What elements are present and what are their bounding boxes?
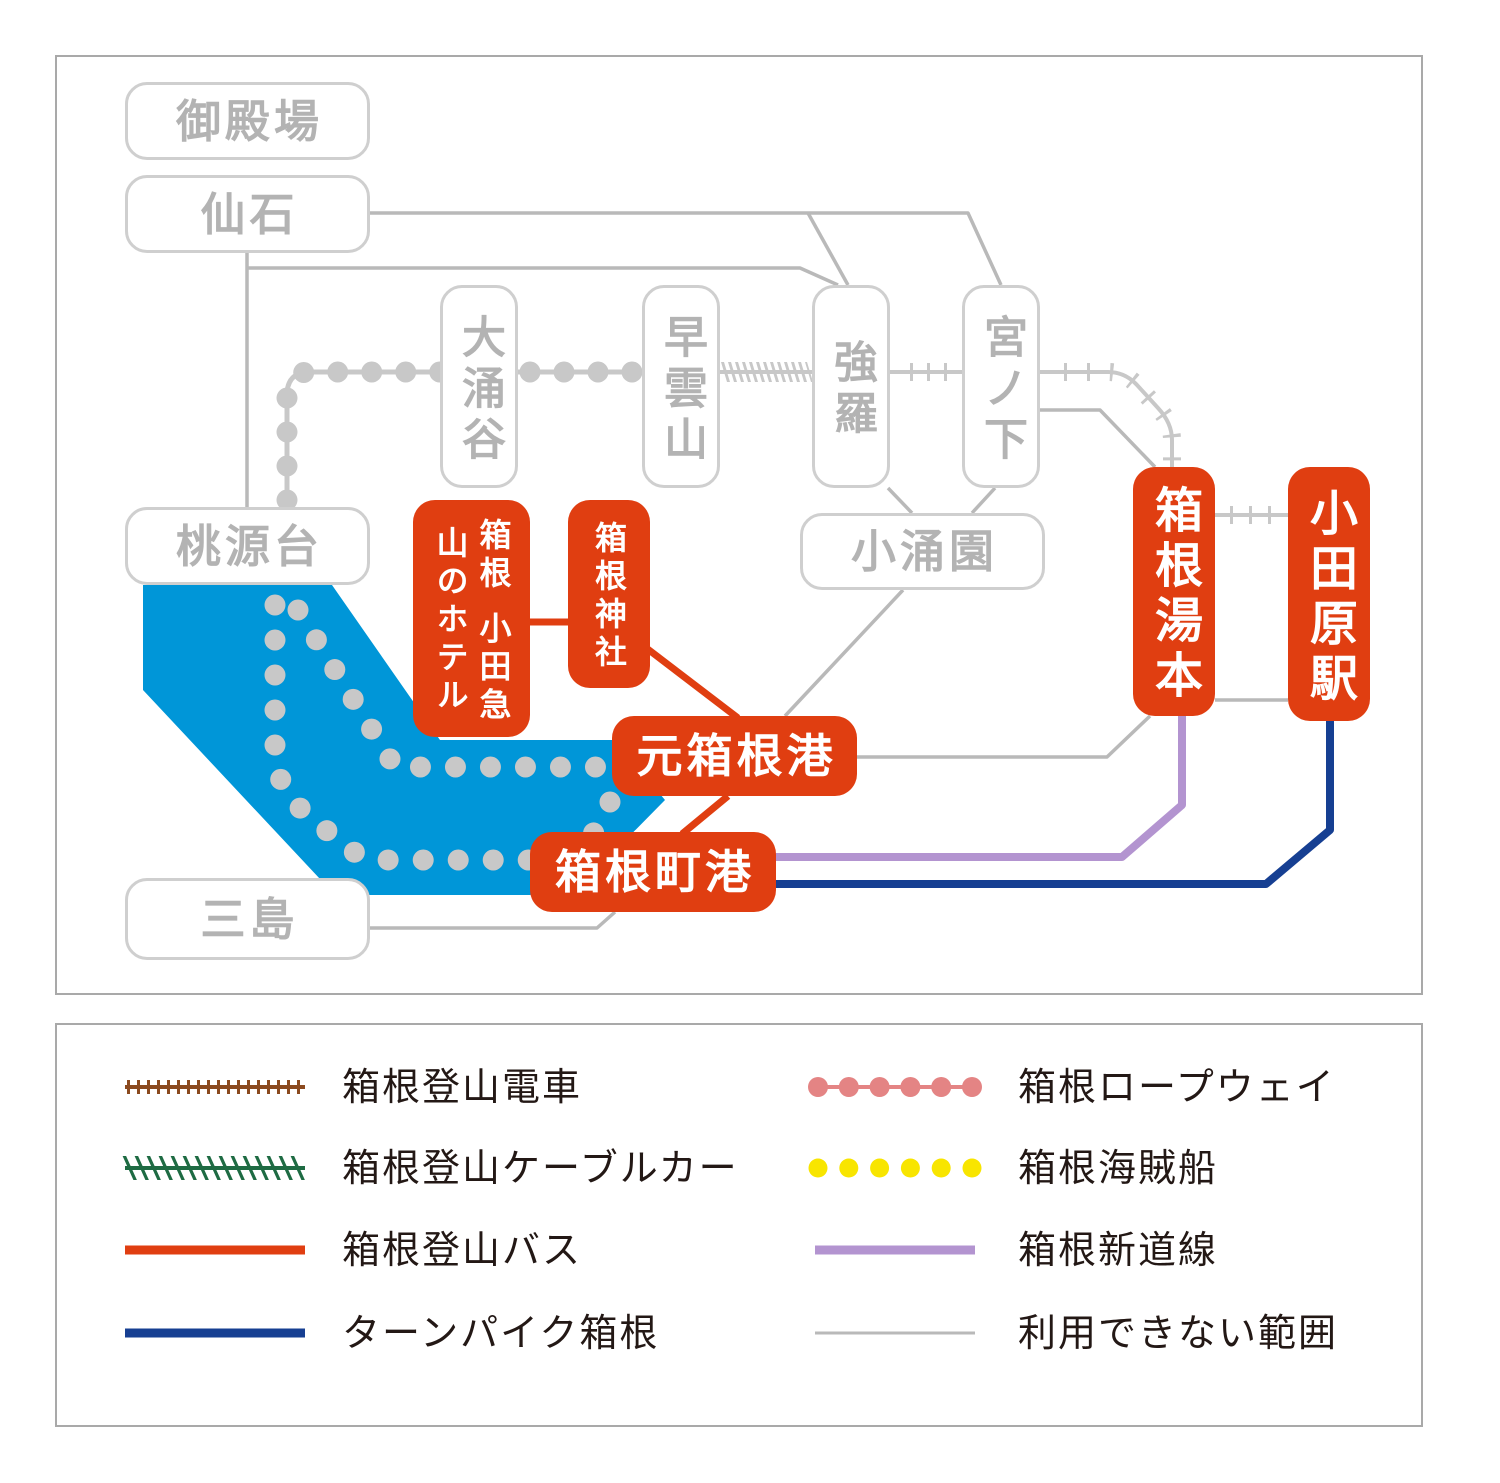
ropeway-togendai-owakudani-line xyxy=(284,369,440,505)
turnpike-odawara-hakonemachi xyxy=(776,721,1334,888)
station-gotemba-label: 御殿場 xyxy=(175,94,323,148)
hotel-label-left-column: 山のホテル xyxy=(431,526,470,717)
legend-frame xyxy=(55,1023,1423,1427)
station-hakone-yumoto-label: 箱根湯本 xyxy=(1146,485,1202,705)
station-miyanoshita-label: 宮ノ下 xyxy=(976,313,1027,467)
legend-label-cable-car: 箱根登山ケーブルカー xyxy=(342,1146,739,1190)
route-sengoku-miyanoshita xyxy=(370,211,1003,286)
station-motohakone-port: 元箱根港 xyxy=(612,716,857,796)
ship-togendai-motohakone xyxy=(287,599,621,778)
legend-label-unavailable: 利用できない範囲 xyxy=(1018,1311,1339,1355)
station-gora-label: 強羅 xyxy=(826,339,877,441)
station-hakone-odakyu-yama-no-hotel: 箱根 小田急 山のホテル xyxy=(413,500,530,737)
railway-miyanoshita-yumoto-ticks xyxy=(1064,363,1181,462)
station-gotemba: 御殿場 xyxy=(125,82,370,160)
route-miyanoshita-yumoto-bus xyxy=(1040,408,1157,469)
station-hakonemachi-port: 箱根町港 xyxy=(530,832,776,912)
legend-label-ropeway: 箱根ロープウェイ xyxy=(1018,1065,1336,1109)
station-hakone-yumoto: 箱根湯本 xyxy=(1133,467,1215,716)
hotel-label-right-column: 箱根 小田急 xyxy=(474,517,513,726)
route-mishima-hakonemachi xyxy=(370,910,617,930)
station-odawara-label: 小田原駅 xyxy=(1301,487,1357,708)
station-odawara: 小田原駅 xyxy=(1288,467,1370,721)
station-hakone-shrine-label: 箱根神社 xyxy=(590,521,628,673)
station-togendai: 桃源台 xyxy=(125,507,370,585)
station-sengoku-label: 仙石 xyxy=(200,187,299,241)
legend-label-pirate-ship: 箱根海賊船 xyxy=(1018,1146,1219,1190)
unavailable-routes xyxy=(245,211,1288,930)
route-motohakone-yumoto xyxy=(857,714,1152,759)
station-hakone-shrine: 箱根神社 xyxy=(568,500,650,688)
railway-miyanoshita-yumoto-line xyxy=(1040,370,1174,467)
shindo-line-yumoto-hakonemachi xyxy=(776,716,1186,861)
station-togendai-label: 桃源台 xyxy=(175,519,323,573)
route-kowakien-motohakone xyxy=(783,588,905,718)
legend-label-bus: 箱根登山バス xyxy=(342,1228,583,1272)
station-sounzan: 早雲山 xyxy=(642,285,720,488)
hotel-label-columns: 箱根 小田急 山のホテル xyxy=(429,512,515,725)
station-sounzan-label: 早雲山 xyxy=(656,313,707,467)
route-sengoku-gora-upper xyxy=(806,212,850,286)
route-sengoku-gora-lower xyxy=(247,266,839,287)
station-mishima-label: 三島 xyxy=(200,892,299,946)
tozan-railway-unavailable xyxy=(890,363,1288,524)
lake-ashi xyxy=(143,585,665,895)
bus-shrine-motohakone xyxy=(642,644,741,721)
legend-label-shindo: 箱根新道線 xyxy=(1018,1228,1219,1272)
station-kowakien: 小涌園 xyxy=(800,513,1045,590)
bus-motohakone-hakonemachi xyxy=(679,793,731,837)
route-gora-kowakien xyxy=(886,486,914,515)
ropeway-unavailable xyxy=(276,361,651,511)
map-frame xyxy=(55,55,1423,995)
station-hakonemachi-port-label: 箱根町港 xyxy=(555,845,755,899)
station-owakudani-label: 大涌谷 xyxy=(454,313,505,467)
ship-motohakone-hakonemachi xyxy=(581,791,621,847)
station-owakudani: 大涌谷 xyxy=(440,285,518,488)
station-mishima: 三島 xyxy=(125,878,370,960)
pirate-ship-unavailable xyxy=(264,594,621,871)
station-sengoku: 仙石 xyxy=(125,175,370,253)
station-miyanoshita: 宮ノ下 xyxy=(962,285,1040,488)
ropeway-togendai-owakudani-dots xyxy=(276,361,451,511)
route-miyanoshita-kowakien xyxy=(970,486,997,515)
ship-togendai-hakonemachi xyxy=(264,594,541,871)
station-motohakone-port-label: 元箱根港 xyxy=(636,729,837,783)
bus-routes xyxy=(530,618,741,837)
legend-label-turnpike: ターンパイク箱根 xyxy=(342,1311,660,1355)
station-kowakien-label: 小涌園 xyxy=(850,525,998,578)
legend-label-tozan-train: 箱根登山電車 xyxy=(342,1065,583,1109)
station-gora: 強羅 xyxy=(812,285,890,488)
